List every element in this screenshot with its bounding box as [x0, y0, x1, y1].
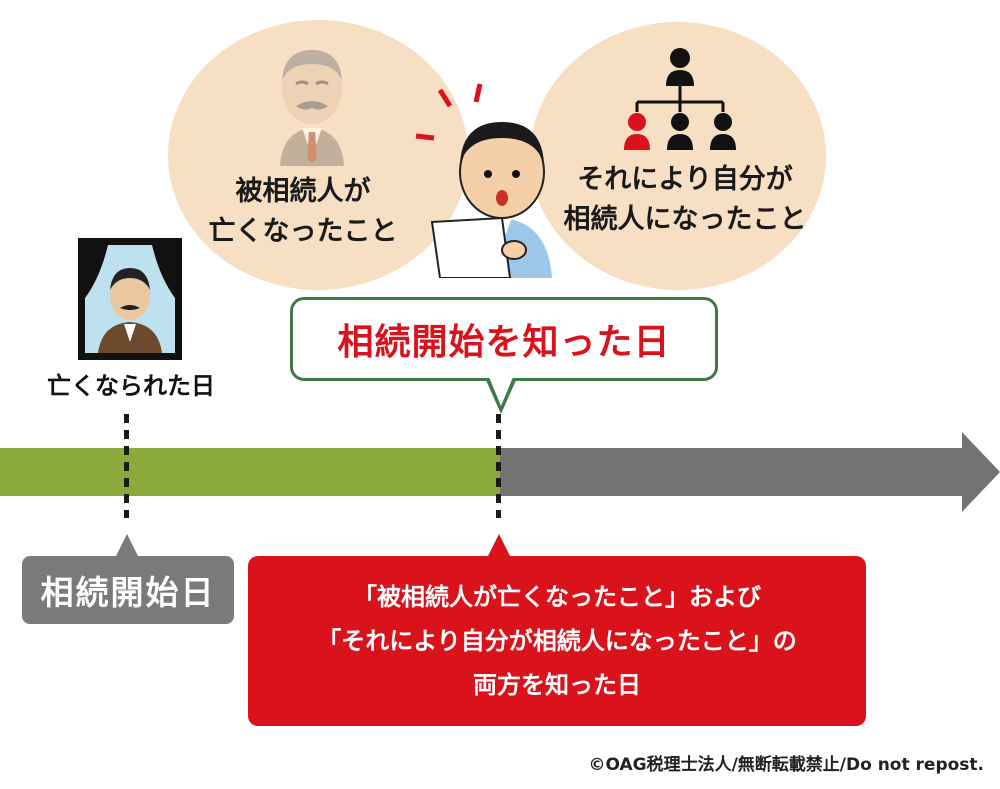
death-date-marker-line [124, 414, 129, 518]
start-box-pointer [116, 534, 138, 556]
copyright-notice: ©OAG税理士法人/無断転載禁止/Do not repost. [588, 755, 984, 775]
bubble-heir-text: それにより自分が 相続人になったこと [563, 164, 807, 235]
memorial-portrait-icon [78, 238, 182, 360]
bubble-deceased-text: 被相続人が 亡くなったこと [208, 176, 398, 247]
timeline-green-segment [0, 448, 500, 496]
knew-date-marker-line [496, 414, 501, 518]
knew-date-explanation-box: 「被相続人が亡くなったこと」および 「それにより自分が相続人になったこと」の 両… [248, 556, 866, 726]
inheritance-start-date-box: 相続開始日 [22, 556, 234, 624]
died-date-label: 亡くなられた日 [47, 372, 215, 400]
timeline-arrow-head [962, 432, 1000, 512]
inheritance-start-date-text: 相続開始日 [40, 573, 216, 612]
knew-date-callout-text: 相続開始を知った日 [337, 322, 671, 363]
knew-date-callout: 相続開始を知った日 [290, 297, 718, 381]
deceased-person-illustration [280, 50, 344, 166]
surprised-heir-illustration [415, 83, 552, 278]
callout-tail-inner [489, 377, 513, 406]
red-box-pointer [488, 534, 510, 556]
explanation-line-3: 両方を知った日 [473, 671, 641, 699]
explanation-line-2: 「それにより自分が相続人になったこと」の [317, 627, 797, 655]
family-tree-icon [624, 48, 736, 150]
explanation-line-1: 「被相続人が亡くなったこと」および [353, 583, 761, 611]
timeline-gray-segment [498, 448, 964, 496]
